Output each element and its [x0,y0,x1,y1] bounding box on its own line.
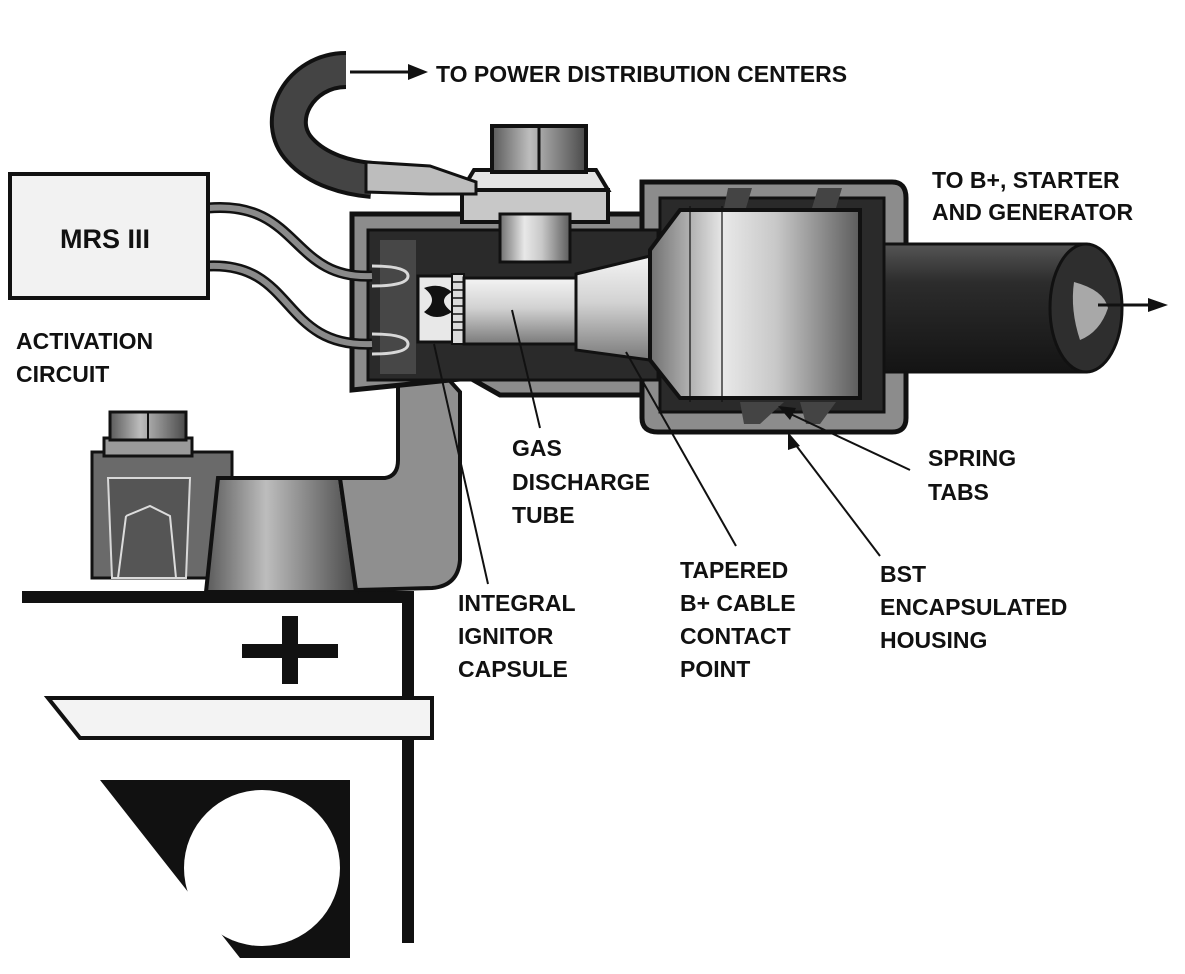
label-tapered-line2: B+ CABLE [680,590,796,616]
label-gas-line2: DISCHARGE [512,469,650,495]
label-integral-line2: IGNITOR [458,623,554,649]
label-b-plus-line1: TO B+, STARTER [932,167,1120,193]
leader-bst-housing [791,439,881,557]
label-tapered-line3: CONTACT [680,623,791,649]
leader-lines [433,309,911,585]
spring-tab-upper-left [724,188,752,208]
label-spring-line2: TABS [928,479,989,505]
battery [22,591,434,958]
b-plus-cable [882,242,1168,374]
ignitor-capsule [416,273,465,345]
label-bst-line2: ENCAPSULATED [880,594,1067,620]
tapered-contact [574,254,652,362]
gas-discharge-tube [462,276,586,346]
battery-post [203,476,359,594]
terminal-clamp-arm [337,368,462,593]
label-bst-line3: HOUSING [880,627,987,653]
battery-ledge [43,696,434,740]
top-bolt [458,124,612,264]
spring-tab-upper-right [812,188,842,208]
label-power-distribution: TO POWER DISTRIBUTION CENTERS [436,61,847,87]
leader-tapered [625,351,737,547]
spring-tab-lower-left [740,402,784,424]
plus-sign-vertical [282,616,298,684]
leader-spring-tabs [781,409,911,471]
battery-top-edge [22,591,414,943]
label-tapered-line1: TAPERED [680,557,788,583]
label-gas-line1: GAS [512,435,562,461]
distribution-arrowhead [408,64,428,80]
label-activation-line1: ACTIVATION [16,328,153,354]
b-plus-arrowhead [1148,298,1168,312]
label-b-plus-line2: AND GENERATOR [932,199,1133,225]
label-tapered-line4: POINT [680,656,750,682]
label-integral-line1: INTEGRAL [458,590,576,616]
battery-vent-circle [184,790,340,946]
label-bst-line1: BST [880,561,926,587]
spring-tab-lower-right [800,402,836,424]
label-gas-line3: TUBE [512,502,575,528]
b-plus-terminal [648,208,862,400]
label-spring-line1: SPRING [928,445,1016,471]
ring-lug [364,160,478,196]
distribution-cable [269,51,478,199]
leader-ignitor [433,343,489,585]
left-terminal-clamp [90,410,234,580]
label-integral-line3: CAPSULE [458,656,568,682]
mrs-box [8,172,210,300]
leader-gas-discharge [511,309,541,429]
label-activation-line2: CIRCUIT [16,361,109,387]
leader-spring-arrowhead [778,406,796,420]
activation-wires [207,201,410,356]
leader-bst-arrowhead [788,432,800,450]
label-mrs: MRS III [60,224,150,254]
